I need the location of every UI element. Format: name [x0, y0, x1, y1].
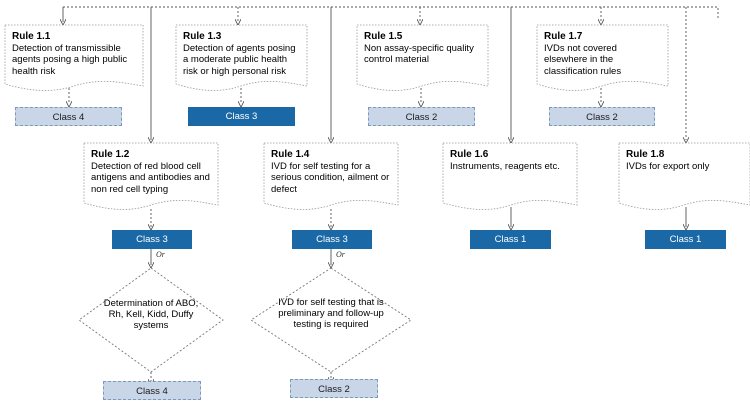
rule-1-5-text: Non assay-specific quality control mater… [364, 42, 474, 66]
rule-1-8-title: Rule 1.8 [626, 149, 665, 160]
rule-1-4-title: Rule 1.4 [271, 149, 310, 160]
rule-1-7-title: Rule 1.7 [544, 31, 583, 42]
class-box-1-6: Class 1 [470, 230, 551, 249]
rule-1-7: Rule 1.7 IVDs not covered elsewhere in t… [538, 27, 668, 77]
decision-1-2-text: Determination of ABO, Rh, Kell, Kidd, Du… [103, 298, 199, 331]
rule-1-8-shape [618, 142, 750, 210]
rule-1-7-text: IVDs not covered elsewhere in the classi… [544, 42, 622, 77]
rule-1-4-shape [263, 142, 399, 210]
rule-1-1: Rule 1.1 Detection of transmissible agen… [6, 27, 142, 77]
top-bus-line [63, 6, 719, 18]
decision-1-2-result: Class 4 [103, 381, 201, 400]
rule-1-4-text: IVD for self testing for a serious condi… [271, 160, 390, 195]
rule-1-2-title: Rule 1.2 [91, 149, 130, 160]
rule-1-1-title: Rule 1.1 [12, 31, 51, 42]
rule-1-6: Rule 1.6 Instruments, reagents etc. [444, 145, 577, 172]
or-label-1-2: Or [156, 250, 165, 259]
rule-1-3-text: Detection of agents posing a moderate pu… [183, 42, 296, 77]
class-box-1-2: Class 3 [112, 230, 192, 249]
rule-1-2: Rule 1.2 Detection of red blood cell ant… [85, 145, 218, 195]
rule-1-5-title: Rule 1.5 [364, 31, 403, 42]
rule-1-1-shape [4, 24, 144, 91]
or-label-1-4: Or [336, 250, 345, 259]
rule-1-5-shape [356, 24, 489, 91]
rule-1-3-title: Rule 1.3 [183, 31, 222, 42]
rule-1-3-shape [175, 24, 308, 91]
rule-1-7-shape [536, 24, 669, 91]
rule-1-4: Rule 1.4 IVD for self testing for a seri… [265, 145, 398, 195]
class-box-1-3: Class 3 [188, 107, 295, 126]
class-box-1-4: Class 3 [292, 230, 372, 249]
rule-1-8-text: IVDs for export only [626, 160, 710, 172]
rule-1-2-text: Detection of red blood cell antigens and… [91, 160, 210, 195]
decision-1-4-result: Class 2 [290, 379, 378, 398]
rule-1-6-shape [442, 142, 578, 210]
rule-1-1-text: Detection of transmissible agents posing… [12, 42, 128, 77]
decision-1-4-diamond [250, 267, 412, 373]
rule-1-5: Rule 1.5 Non assay-specific quality cont… [358, 27, 488, 66]
decision-1-4-text: IVD for self testing that is preliminary… [278, 297, 384, 330]
class-box-1-8: Class 1 [645, 230, 726, 249]
rule-1-6-title: Rule 1.6 [450, 149, 489, 160]
class-box-1-1: Class 4 [15, 107, 122, 126]
class-box-1-5: Class 2 [368, 107, 475, 126]
rule-1-3: Rule 1.3 Detection of agents posing a mo… [177, 27, 307, 77]
rule-1-2-shape [83, 142, 219, 210]
rule-1-8: Rule 1.8 IVDs for export only [620, 145, 748, 172]
rule-1-6-text: Instruments, reagents etc. [450, 160, 560, 172]
class-box-1-7: Class 2 [549, 107, 655, 126]
